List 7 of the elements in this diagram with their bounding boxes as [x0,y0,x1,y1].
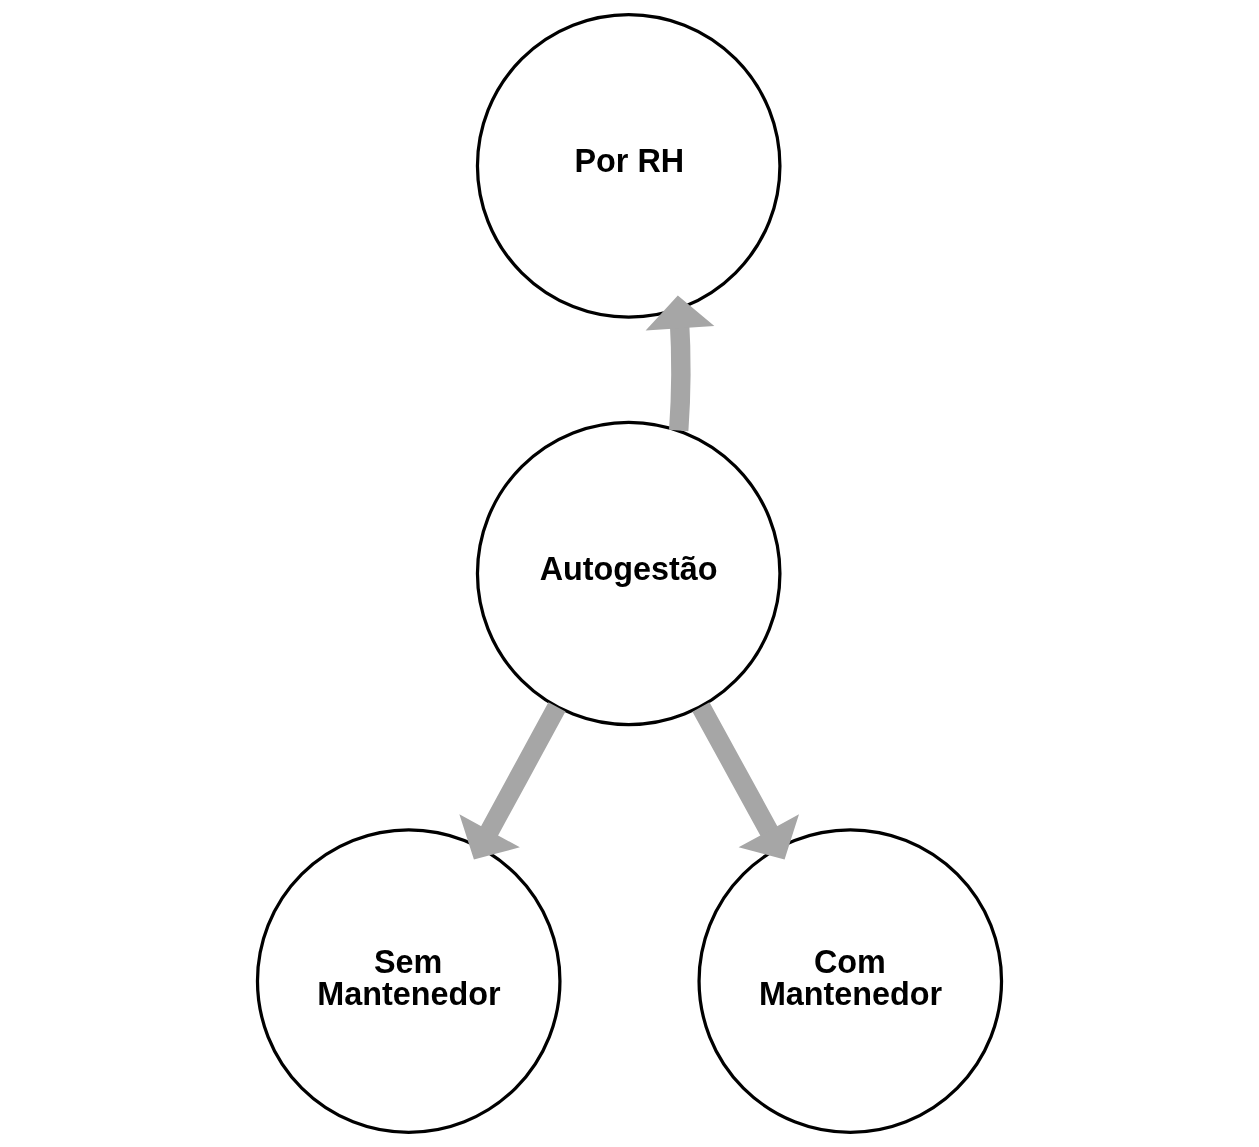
node-circle: Com Mantenedor [697,828,1004,1134]
arrow [645,295,715,432]
arrow [692,702,799,860]
arrow [459,702,566,860]
node-circle: Por RH [475,13,782,319]
node-circle: Sem Mantenedor [255,828,562,1134]
node-circle: Autogestão [475,420,782,727]
